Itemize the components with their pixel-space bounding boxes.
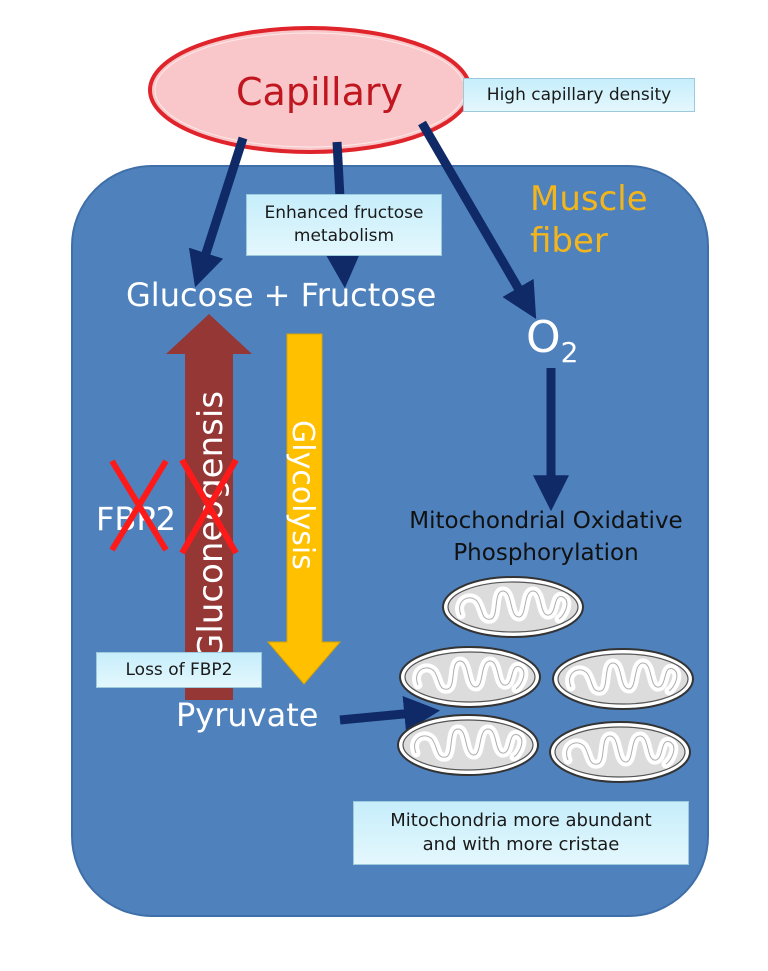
oxygen-subscript: 2: [560, 335, 579, 369]
muscle-fiber-label-line1: Muscle: [530, 179, 648, 219]
mitochondria-group: [397, 576, 694, 783]
oxygen-label: O2: [526, 312, 578, 369]
block-mark-fbp2: [109, 459, 169, 552]
callout-text: Loss of FBP2: [125, 659, 233, 680]
mitochondrion-icon: [399, 646, 541, 708]
callout-enhanced-fructose: Enhanced fructose metabolism: [246, 194, 442, 256]
callout-text-line2: and with more cristae: [422, 834, 620, 855]
callout-text-line1: Enhanced fructose: [264, 203, 424, 224]
pyruvate-label: Pyruvate: [176, 696, 319, 734]
callout-text: High capillary density: [486, 84, 672, 105]
oxphos-label: Mitochondrial Oxidative Phosphorylation: [386, 505, 706, 569]
mitochondrion-icon: [397, 714, 539, 776]
arrow-capillary-to-oxygen: [418, 120, 537, 319]
callout-high-capillary-density: High capillary density: [463, 78, 695, 112]
callout-loss-of-fbp2: Loss of FBP2: [96, 652, 262, 688]
glucose-fructose-label: Glucose + Fructose: [126, 276, 437, 314]
glycolysis-label: Glycolysis: [285, 420, 320, 570]
mitochondrion-icon: [549, 721, 691, 783]
oxygen-symbol: O: [526, 312, 561, 363]
callout-text-line2: metabolism: [293, 226, 395, 246]
block-mark-gluconeogenesis: [179, 458, 239, 555]
oxphos-label-line1: Mitochondrial Oxidative: [409, 508, 683, 534]
mitochondrion-icon: [442, 576, 584, 638]
muscle-fiber-label: Muscle fiber: [530, 178, 648, 262]
arrow-capillary-to-glucose: [188, 136, 248, 288]
glycolysis-arrow: [266, 333, 342, 685]
oxphos-label-line2: Phosphorylation: [453, 540, 639, 566]
arrow-pyruvate-to-mitochondria: [339, 695, 441, 732]
muscle-fiber-label-line2: fiber: [530, 221, 608, 261]
mitochondrion-icon: [552, 648, 694, 710]
capillary-label: Capillary: [236, 70, 404, 114]
callout-mitochondria-abundant: Mitochondria more abundant and with more…: [353, 801, 689, 865]
callout-text-line1: Mitochondria more abundant: [390, 809, 652, 831]
